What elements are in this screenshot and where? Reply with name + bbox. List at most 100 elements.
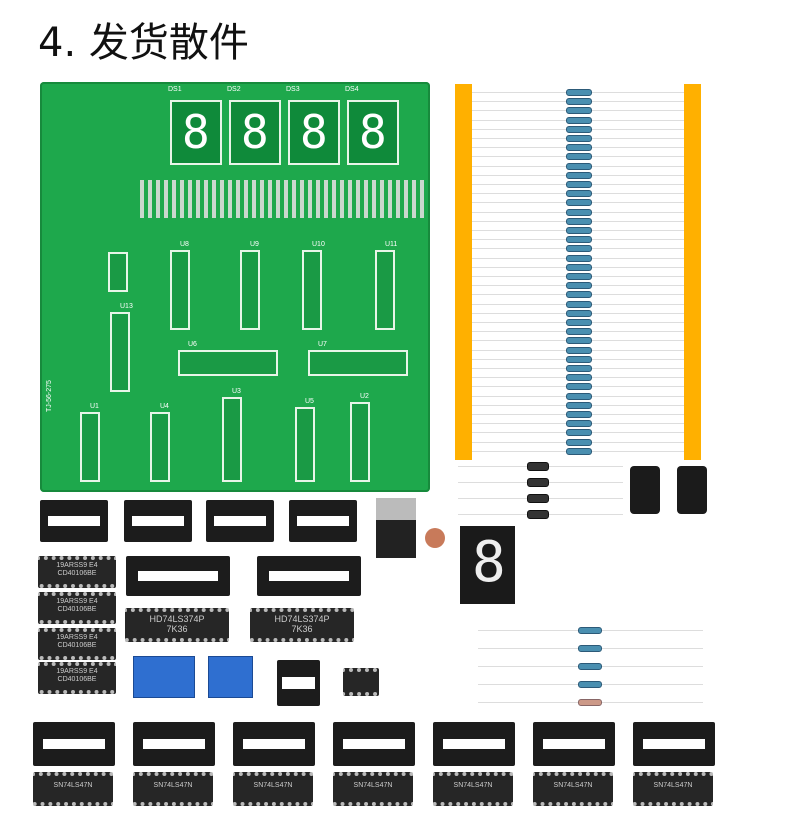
resistor [566, 125, 592, 133]
digit-display: 8 [288, 100, 340, 165]
ic-socket-16pin [289, 500, 357, 542]
bottom-chip: SN74LS47N [233, 772, 313, 806]
terminal-block-3pin [133, 656, 195, 698]
resistor [566, 328, 592, 336]
ic-8pin [343, 668, 379, 696]
page-title: 4. 发货散件 [38, 20, 249, 66]
ic-socket-16pin [633, 722, 715, 766]
resistor-tape-right [684, 84, 701, 460]
resistor [566, 365, 592, 372]
pin-header [140, 180, 425, 218]
resistor [566, 199, 592, 207]
resistor [566, 208, 592, 216]
display-label: DS1 [168, 86, 182, 93]
chip-marking: SN74LS47N [453, 782, 493, 789]
digit-display: 8 [229, 100, 281, 165]
ic-footprint [302, 250, 322, 330]
chip-marking: 7K36 [166, 624, 188, 634]
ic-label: U4 [160, 403, 169, 410]
terminal-block-2pin [208, 656, 253, 698]
resistor [566, 392, 592, 400]
resistor [566, 346, 592, 354]
chip-marking: SN74LS47N [253, 782, 293, 789]
resistor [566, 236, 592, 244]
chip-marking: CD40106BE [57, 642, 97, 649]
ic-footprint [110, 312, 130, 392]
resistor [578, 681, 602, 688]
chip-marking: CD40106BE [57, 606, 97, 613]
resistor [566, 291, 592, 299]
resistor [566, 411, 592, 418]
resistor-tape-left [455, 84, 472, 460]
resistor [566, 245, 592, 253]
ic-footprint [150, 412, 170, 482]
ic-footprint [375, 250, 395, 330]
display-label: DS3 [286, 86, 300, 93]
resistor [578, 645, 602, 652]
ic-socket-16pin [233, 722, 315, 766]
resistor [566, 98, 592, 106]
digit-display: 8 [170, 100, 222, 165]
ic-footprint [308, 350, 408, 376]
ic-socket-16pin [124, 500, 192, 542]
bottom-chip: SN74LS47N [633, 772, 713, 806]
ic-socket-16pin [40, 500, 108, 542]
chip-marking: 19ARSS9 E4 [56, 668, 98, 675]
chip-marking: SN74LS47N [353, 782, 393, 789]
resistor [566, 401, 592, 409]
resistor [566, 447, 592, 455]
bottom-chip: SN74LS47N [133, 772, 213, 806]
ic-label: U3 [232, 388, 241, 395]
chip-marking: CD40106BE [57, 570, 97, 577]
ic-socket-20pin [126, 556, 230, 596]
resistor [566, 144, 592, 152]
resistor [566, 116, 592, 124]
board-code: TJ-56-275 [46, 380, 53, 412]
bottom-chip: SN74LS47N [533, 772, 613, 806]
ic-footprint [350, 402, 370, 482]
resistor [566, 438, 592, 446]
display-digit: 8 [182, 105, 210, 159]
resistor [566, 254, 592, 262]
ic-socket-16pin [133, 722, 215, 766]
ic-footprint [222, 397, 242, 482]
resistor [566, 337, 592, 345]
resistor [566, 282, 592, 290]
resistor [566, 263, 592, 271]
ic-label: U5 [305, 398, 314, 405]
ic-socket-16pin [206, 500, 274, 542]
chip-marking: SN74LS47N [553, 782, 593, 789]
ic-label: U7 [318, 341, 327, 348]
resistor [566, 153, 592, 161]
ic-socket-16pin [33, 722, 115, 766]
ic-label: U10 [312, 241, 325, 248]
ic-socket-8pin [277, 660, 320, 706]
ic-socket-16pin [433, 722, 515, 766]
resistor [566, 300, 592, 308]
chip-marking: HD74LS374P [149, 614, 205, 624]
resistor [566, 107, 592, 115]
zener-diode [578, 699, 602, 706]
chip-marking: 7K36 [291, 624, 313, 634]
display-label: DS2 [227, 86, 241, 93]
resistor [566, 273, 592, 280]
chip-marking: HD74LS374P [274, 614, 330, 624]
diode [527, 494, 549, 503]
chip-marking: SN74LS47N [153, 782, 193, 789]
ic-footprint [80, 412, 100, 482]
resistor [566, 309, 592, 317]
ceramic-capacitor [425, 528, 445, 548]
chip-marking: 19ARSS9 E4 [56, 562, 98, 569]
diode [527, 510, 549, 519]
chip-marking: SN74LS47N [53, 782, 93, 789]
resistor [566, 420, 592, 428]
ic-socket-20pin [257, 556, 361, 596]
chip-marking: 19ARSS9 E4 [56, 634, 98, 641]
ic-footprint [295, 407, 315, 482]
